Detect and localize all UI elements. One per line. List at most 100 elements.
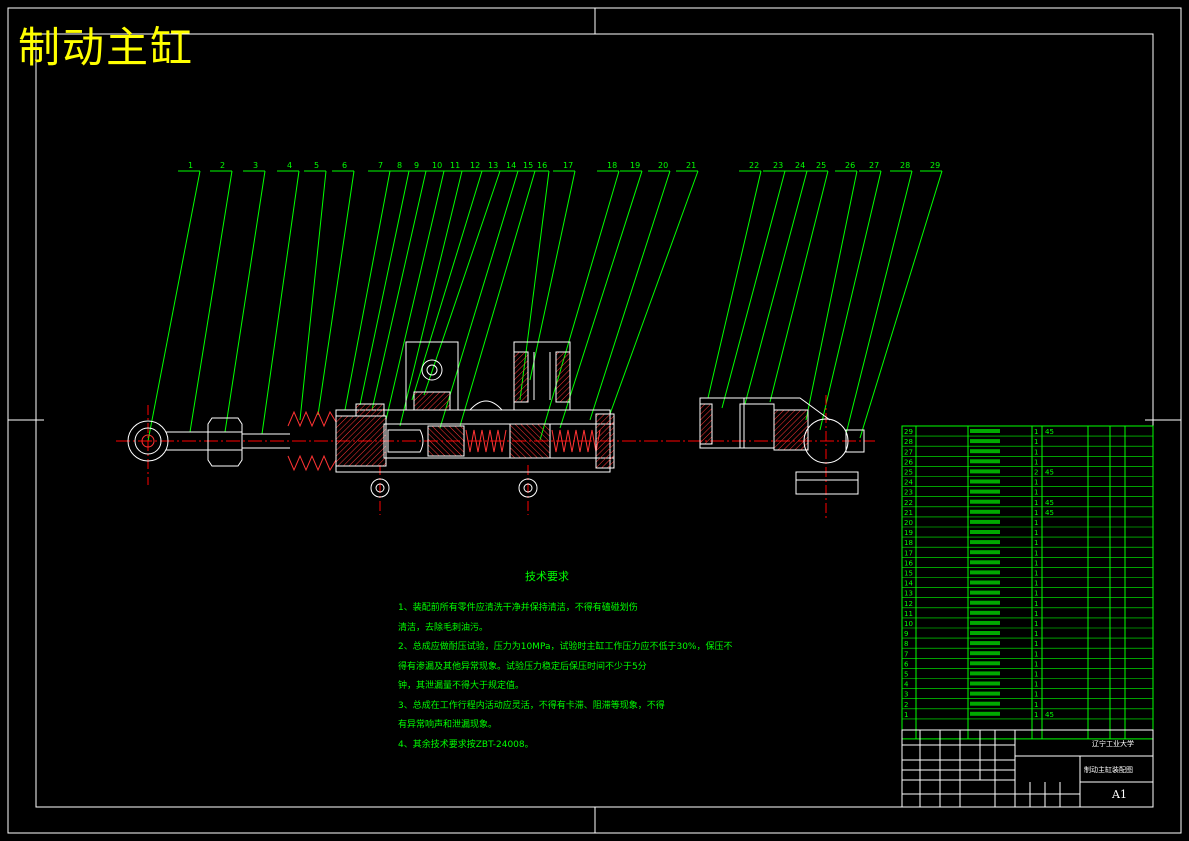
parts-row-name-mark bbox=[970, 489, 1000, 494]
balloon-13: 13 bbox=[488, 161, 498, 170]
parts-row-name-mark bbox=[970, 550, 1000, 555]
parts-row-no: 9 bbox=[904, 630, 908, 638]
parts-row-name-mark bbox=[970, 570, 1000, 575]
parts-row-qty: 1 bbox=[1034, 499, 1038, 507]
parts-row-no: 10 bbox=[904, 620, 913, 628]
parts-row-name-mark bbox=[970, 681, 1000, 686]
parts-row-no: 22 bbox=[904, 499, 913, 507]
balloon-7: 7 bbox=[378, 161, 383, 170]
leader-line-21 bbox=[609, 170, 699, 415]
balloon-4: 4 bbox=[287, 161, 292, 170]
tech-requirement-line: 得有渗漏及其他异常现象。试验压力稳定后保压时间不少于5分 bbox=[398, 661, 647, 672]
parts-row-name-mark bbox=[970, 519, 1000, 524]
parts-row-no: 26 bbox=[904, 458, 913, 466]
balloon-16: 16 bbox=[537, 161, 547, 170]
mounting-ear-2 bbox=[518, 478, 538, 498]
balloon-28: 28 bbox=[900, 161, 910, 170]
parts-row-name-mark bbox=[970, 479, 1000, 484]
parts-row-qty: 1 bbox=[1034, 580, 1038, 588]
tech-requirement-line: 钟，其泄漏量不得大于规定值。 bbox=[398, 681, 525, 691]
balloon-12: 12 bbox=[470, 161, 480, 170]
balloon-14: 14 bbox=[506, 161, 516, 170]
balloon-5: 5 bbox=[314, 161, 319, 170]
balloon-15: 15 bbox=[523, 161, 533, 170]
tech-requirement-line: 清洁，去除毛刺油污。 bbox=[398, 622, 489, 633]
parts-row-qty: 1 bbox=[1034, 610, 1038, 618]
parts-row-name-mark bbox=[970, 580, 1000, 585]
leader-line-14 bbox=[439, 170, 519, 429]
parts-row-no: 5 bbox=[904, 671, 908, 679]
tech-requirement-line: 3、总成在工作行程内活动应灵活，不得有卡滞、阻滞等现象，不得 bbox=[398, 700, 665, 711]
parts-row-name-mark bbox=[970, 590, 1000, 595]
hex-nut bbox=[207, 417, 243, 467]
parts-row-qty: 1 bbox=[1034, 701, 1038, 709]
parts-row-no: 11 bbox=[904, 610, 913, 618]
parts-row-qty: 1 bbox=[1034, 630, 1038, 638]
school-name: 辽宁工业大学 bbox=[1092, 739, 1134, 748]
leader-line-29 bbox=[859, 170, 943, 439]
parts-row-name-mark bbox=[970, 499, 1000, 504]
parts-row-name-mark bbox=[970, 449, 1000, 454]
piston bbox=[427, 425, 465, 457]
tech-requirement-line: 4、其余技术要求按ZBT-24008。 bbox=[398, 739, 534, 750]
parts-row-qty: 1 bbox=[1034, 458, 1038, 466]
leader-line-6 bbox=[317, 170, 355, 416]
parts-row-qty: 1 bbox=[1034, 620, 1038, 628]
parts-row-qty: 1 bbox=[1034, 438, 1038, 446]
balloon-1: 1 bbox=[188, 161, 193, 170]
parts-row-qty: 1 bbox=[1034, 681, 1038, 689]
parts-row-qty: 1 bbox=[1034, 448, 1038, 456]
drawing-name: 制动主缸装配图 bbox=[1084, 765, 1133, 774]
leader-line-2 bbox=[189, 170, 233, 433]
parts-row-name-mark bbox=[970, 560, 1000, 565]
balloon-25: 25 bbox=[816, 161, 826, 170]
parts-row-no: 12 bbox=[904, 600, 913, 608]
parts-row-name-mark bbox=[970, 620, 1000, 625]
balloon-17: 17 bbox=[563, 161, 573, 170]
leader-line-25 bbox=[769, 170, 829, 403]
leader-line-23 bbox=[721, 170, 786, 409]
balloon-29: 29 bbox=[930, 161, 940, 170]
leader-line-3 bbox=[224, 170, 266, 433]
balloon-24: 24 bbox=[795, 161, 805, 170]
parts-row-qty: 1 bbox=[1034, 660, 1038, 668]
parts-row-no: 6 bbox=[904, 660, 909, 668]
parts-row-qty: 1 bbox=[1034, 428, 1038, 436]
parts-row-qty: 1 bbox=[1034, 711, 1038, 719]
parts-row-no: 24 bbox=[904, 479, 913, 487]
balloon-3: 3 bbox=[253, 161, 258, 170]
balloon-9: 9 bbox=[414, 161, 419, 170]
parts-row-name-mark bbox=[970, 540, 1000, 545]
tech-requirement-line: 2、总成应做耐压试验，压力为10MPa，试验时主缸工作压力应不低于30%，保压不 bbox=[398, 642, 733, 652]
parts-row-qty: 1 bbox=[1034, 671, 1038, 679]
parts-row-qty: 2 bbox=[1034, 469, 1038, 477]
parts-row-no: 27 bbox=[904, 448, 913, 456]
leader-line-17 bbox=[529, 170, 576, 381]
parts-row-material: 45 bbox=[1045, 499, 1054, 507]
ball-joint bbox=[803, 418, 849, 464]
balloon-20: 20 bbox=[658, 161, 668, 170]
parts-row-qty: 1 bbox=[1034, 529, 1038, 537]
balloon-2: 2 bbox=[220, 161, 225, 170]
return-spring bbox=[465, 429, 507, 453]
parts-row-qty: 1 bbox=[1034, 590, 1038, 598]
parts-row-qty: 1 bbox=[1034, 509, 1038, 517]
balloon-21: 21 bbox=[686, 161, 696, 170]
drawing-title: 制动主缸 bbox=[18, 23, 195, 72]
base-plate bbox=[795, 471, 859, 495]
parts-row-qty: 1 bbox=[1034, 549, 1038, 557]
parts-row-no: 29 bbox=[904, 428, 913, 436]
leader-line-10 bbox=[385, 170, 445, 421]
title-block: 辽宁工业大学 制动主缸装配图 A1 bbox=[901, 729, 1154, 808]
parts-row-name-mark bbox=[970, 671, 1000, 676]
balloon-18: 18 bbox=[607, 161, 617, 170]
parts-row-name-mark bbox=[970, 661, 1000, 666]
leader-line-20 bbox=[589, 170, 671, 421]
parts-row-qty: 1 bbox=[1034, 489, 1038, 497]
balloon-11: 11 bbox=[450, 161, 460, 170]
parts-row-name-mark bbox=[970, 711, 1000, 716]
parts-row-name-mark bbox=[970, 459, 1000, 464]
